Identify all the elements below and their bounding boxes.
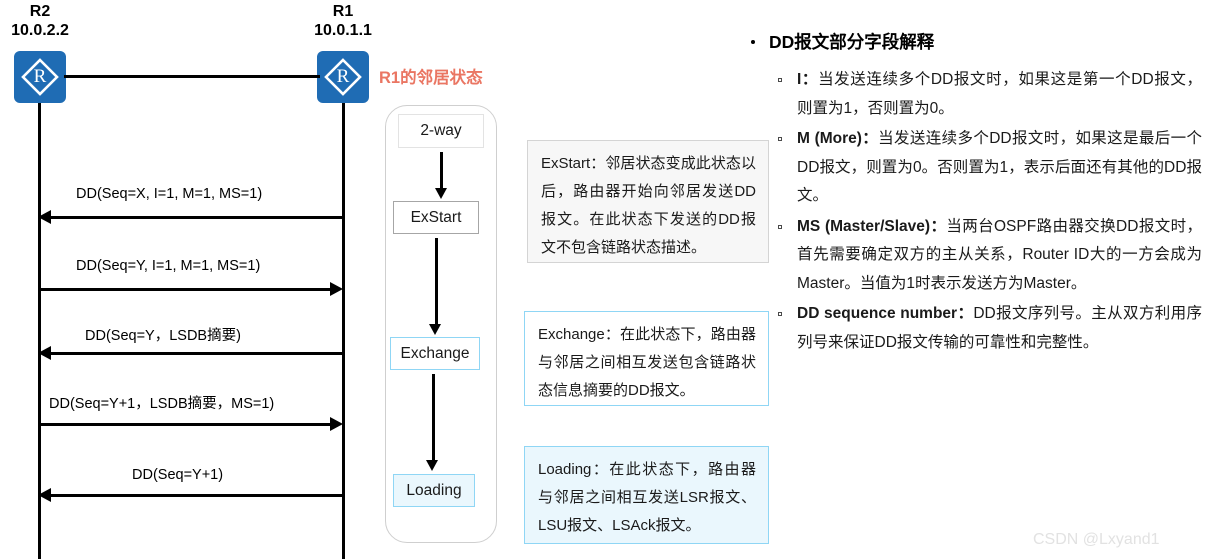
lifeline-left <box>38 103 41 559</box>
flow-arrow-head-icon <box>429 324 441 335</box>
router-icon-r1[interactable]: R <box>317 51 369 103</box>
message-label: DD(Seq=Y+1，LSDB摘要，MS=1) <box>49 396 275 412</box>
message-arrow-line <box>38 423 332 426</box>
message-label: DD(Seq=Y+1) <box>132 467 224 483</box>
message-label: DD(Seq=X, I=1, M=1, MS=1) <box>76 186 263 202</box>
router-letter: R <box>33 66 47 87</box>
panel-item: M (More)：当发送连续多个DD报文时，如果这是最后一个DD报文，则置为0。… <box>747 125 1202 211</box>
explanation-panel: DD报文部分字段解释 I：当发送连续多个DD报文时，如果这是第一个DD报文，则置… <box>747 30 1202 357</box>
panel-title: DD报文部分字段解释 <box>747 30 1202 54</box>
message-arrow-line <box>48 216 342 219</box>
state-box-exstart[interactable]: ExStart <box>393 201 479 234</box>
right-router-name-text: R1 <box>332 3 354 20</box>
panel-item-text: 当发送连续多个DD报文时，如果这是最后一个DD报文，则置为0。否则置为1，表示后… <box>797 130 1202 204</box>
callout-loading: Loading：在此状态下，路由器与邻居之间相互发送LSR报文、LSU报文、LS… <box>524 446 769 544</box>
bullet-square-icon <box>778 137 782 141</box>
panel-item-term: MS (Master/Slave)： <box>797 217 947 235</box>
panel-item-term: M (More)： <box>797 130 879 147</box>
message-arrow-line <box>48 352 342 355</box>
flow-arrow-line <box>435 238 438 325</box>
callout-exchange: Exchange：在此状态下，路由器与邻居之间相互发送包含链路状态信息摘要的DD… <box>524 311 769 406</box>
left-router-name: R2 <box>2 2 78 21</box>
panel-item: DD sequence number：DD报文序列号。主从双方利用序列号来保证D… <box>747 300 1202 357</box>
message-label: DD(Seq=Y，LSDB摘要) <box>85 328 241 344</box>
left-router-ip: 10.0.2.2 <box>2 21 78 40</box>
panel-title-text: DD报文部分字段解释 <box>769 32 935 52</box>
neighbor-state-title: R1的邻居状态 <box>379 69 483 87</box>
flow-arrow-line <box>440 152 443 189</box>
right-router-ip-text: 10.0.1.1 <box>314 22 372 39</box>
diamond-icon <box>21 58 59 96</box>
left-router-name-text: R2 <box>29 3 51 20</box>
callout-exstart: ExStart：邻居状态变成此状态以后，路由器开始向邻居发送DD报文。在此状态下… <box>527 140 769 263</box>
state-box-2way[interactable]: 2-way <box>398 114 484 148</box>
panel-item-term: DD sequence number： <box>797 305 974 322</box>
watermark: CSDN @Lxyand1 <box>1033 531 1160 548</box>
state-box-exchange[interactable]: Exchange <box>390 337 480 370</box>
message-label: DD(Seq=Y, I=1, M=1, MS=1) <box>76 258 261 274</box>
router-icon-r2[interactable]: R <box>14 51 66 103</box>
bullet-square-icon <box>778 224 782 229</box>
router-link <box>64 75 320 78</box>
flow-arrow-line <box>432 374 435 461</box>
panel-item: MS (Master/Slave)：当两台OSPF路由器交换DD报文时，首先需要… <box>747 213 1202 299</box>
diamond-icon <box>324 58 362 96</box>
state-box-loading[interactable]: Loading <box>393 474 475 507</box>
arrow-head-left-icon <box>38 346 51 360</box>
lifeline-right <box>342 103 345 559</box>
arrow-head-left-icon <box>38 210 51 224</box>
bullet-square-icon <box>778 78 782 82</box>
flow-arrow-head-icon <box>435 188 447 199</box>
panel-item: I：当发送连续多个DD报文时，如果这是第一个DD报文，则置为1，否则置为0。 <box>747 66 1202 123</box>
message-arrow-line <box>48 494 342 497</box>
bullet-square-icon <box>778 312 782 316</box>
router-letter: R <box>336 66 350 87</box>
panel-item-text: 当两台OSPF路由器交换DD报文时，首先需要确定双方的主从关系，Router I… <box>797 217 1202 292</box>
arrow-head-right-icon <box>330 282 343 296</box>
right-router-name: R1 <box>305 2 381 21</box>
flow-arrow-head-icon <box>426 460 438 471</box>
right-router-ip: 10.0.1.1 <box>305 21 381 40</box>
panel-item-text: DD报文序列号。主从双方利用序列号来保证DD报文传输的可靠性和完整性。 <box>797 305 1202 351</box>
panel-item-term: I： <box>797 71 819 88</box>
left-router-ip-text: 10.0.2.2 <box>11 22 69 39</box>
panel-item-text: 当发送连续多个DD报文时，如果这是第一个DD报文，则置为1，否则置为0。 <box>797 71 1203 117</box>
arrow-head-right-icon <box>330 417 343 431</box>
message-arrow-line <box>38 288 332 291</box>
arrow-head-left-icon <box>38 488 51 502</box>
bullet-dot-icon <box>751 40 755 44</box>
